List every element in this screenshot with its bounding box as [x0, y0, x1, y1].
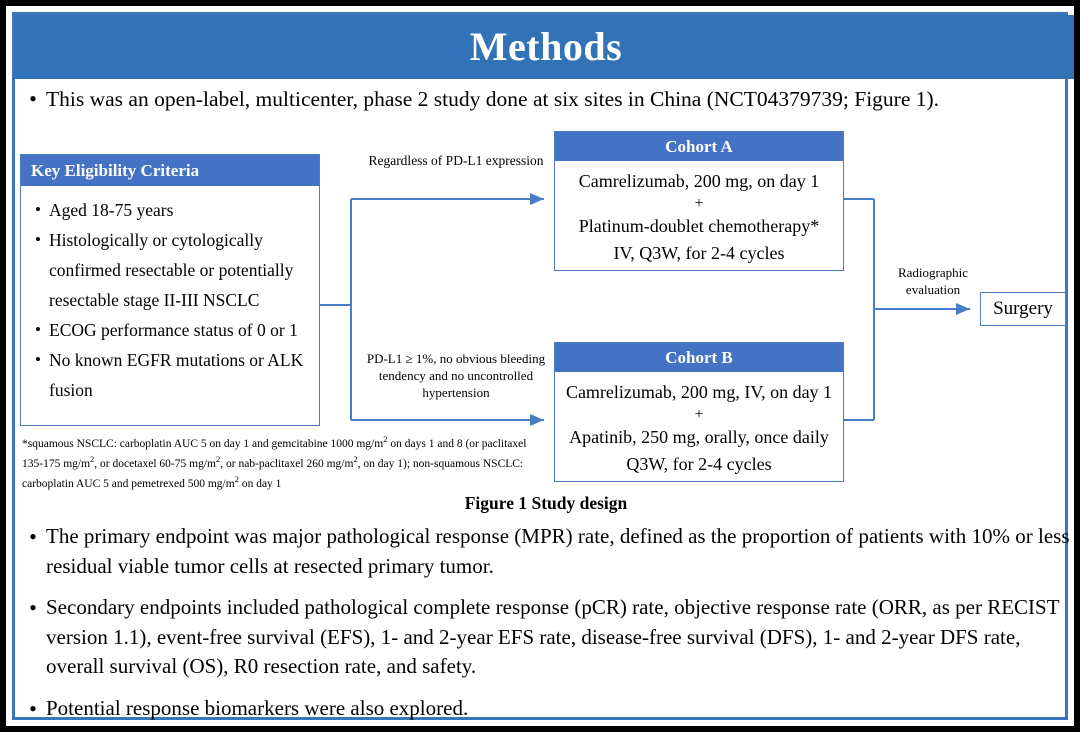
- list-item: • ECOG performance status of 0 or 1: [27, 315, 311, 345]
- bullet-marker-icon: •: [29, 695, 37, 721]
- footnote-superscript: 2: [234, 473, 239, 484]
- page-title: Methods: [469, 24, 623, 69]
- figure-caption: Figure 1 Study design: [464, 493, 628, 513]
- list-item: • Aged 18-75 years: [27, 195, 311, 225]
- cohort-b-plus: +: [694, 406, 704, 423]
- endpoint-bullet-text: Potential response biomarkers were also …: [46, 695, 469, 720]
- bullet-marker-icon: •: [29, 595, 37, 620]
- eligibility-item-text: Aged 18-75 years: [49, 200, 174, 220]
- cohort-a-box: Cohort A Camrelizumab, 200 mg, on day 1 …: [554, 131, 844, 271]
- cohort-b-line1: Camrelizumab, 200 mg, IV, on day 1: [565, 382, 833, 402]
- cohort-b-header: Cohort B: [555, 343, 843, 372]
- footnote-superscript: 2: [90, 453, 95, 464]
- footnote-part: *squamous NSCLC: carboplatin AUC 5 on da…: [22, 437, 384, 450]
- slide-title-banner: Methods: [15, 15, 1074, 79]
- footnote-superscript: 2: [215, 453, 221, 464]
- footnote-part: on days 1 and 8 (or paclitaxel 135-175 m…: [22, 437, 527, 470]
- surgery-label: Surgery: [993, 298, 1053, 319]
- intro-bullet: • This was an open-label, multicenter, p…: [20, 84, 1070, 114]
- list-item: • Potential response biomarkers were als…: [20, 694, 1070, 724]
- cohort-b-line2: Apatinib, 250 mg, orally, once daily: [569, 427, 829, 447]
- cohort-b-box: Cohort B Camrelizumab, 200 mg, IV, on da…: [554, 342, 844, 482]
- chemotherapy-footnote: *squamous NSCLC: carboplatin AUC 5 on da…: [22, 432, 542, 491]
- surgery-box: Surgery: [980, 292, 1066, 326]
- bullet-marker-icon: •: [29, 524, 37, 549]
- eligibility-item-text: Histologically or cytologically confirme…: [49, 230, 294, 310]
- bullet-marker-icon: •: [35, 350, 41, 369]
- eligibility-item-text: ECOG performance status of 0 or 1: [49, 320, 298, 340]
- footnote-superscript: 2: [353, 453, 358, 464]
- eligibility-box-header: Key Eligibility Criteria: [21, 155, 319, 186]
- intro-bullet-text: This was an open-label, multicenter, pha…: [46, 87, 940, 111]
- cohort-b-body: Camrelizumab, 200 mg, IV, on day 1 + Apa…: [555, 372, 843, 478]
- bullet-marker-icon: •: [29, 86, 37, 111]
- cohort-a-header: Cohort A: [555, 132, 843, 161]
- cohort-a-line1: Camrelizumab, 200 mg, on day 1: [578, 171, 820, 191]
- list-item: • Secondary endpoints included pathologi…: [20, 593, 1070, 682]
- list-item: • Histologically or cytologically confir…: [27, 225, 311, 315]
- footnote-part: , or docetaxel 60-75 mg/m: [94, 457, 216, 470]
- cohort-b-line3: Q3W, for 2-4 cycles: [626, 454, 772, 474]
- cohort-a-condition-label: Regardless of PD-L1 expression: [368, 153, 544, 168]
- list-item: • No known EGFR mutations or ALK fusion: [27, 345, 311, 405]
- bullet-marker-icon: •: [35, 200, 41, 219]
- eligibility-item-text: No known EGFR mutations or ALK fusion: [49, 350, 304, 400]
- bullet-marker-icon: •: [35, 320, 41, 339]
- endpoints-bullet-list: • The primary endpoint was major patholo…: [20, 522, 1070, 726]
- cohort-b-condition-label: PD-L1 ≥ 1%, no obvious bleeding tendency…: [366, 351, 546, 400]
- radiographic-evaluation-label: Radiographic evaluation: [897, 265, 969, 297]
- study-design-figure: Key Eligibility Criteria • Aged 18-75 ye…: [6, 124, 1074, 504]
- list-item: • The primary endpoint was major patholo…: [20, 522, 1070, 581]
- cohort-a-body: Camrelizumab, 200 mg, on day 1 + Platinu…: [555, 161, 843, 267]
- eligibility-criteria-box: Key Eligibility Criteria • Aged 18-75 ye…: [20, 154, 320, 426]
- bullet-marker-icon: •: [35, 230, 41, 249]
- cohort-a-line3: IV, Q3W, for 2-4 cycles: [613, 243, 785, 263]
- footnote-part: , on day 1); non-squamous NSCLC: carbopl…: [22, 457, 524, 490]
- endpoint-bullet-text: Secondary endpoints included pathologica…: [46, 595, 1060, 678]
- cohort-a-plus: +: [694, 195, 704, 212]
- footnote-part: , or nab-paclitaxel 260 mg/m: [220, 457, 354, 470]
- slide-inner-border: [12, 12, 1068, 720]
- footnote-part: on day 1: [238, 477, 282, 490]
- footnote-superscript: 2: [383, 434, 388, 444]
- eligibility-criteria-list: • Aged 18-75 years • Histologically or c…: [21, 186, 319, 405]
- cohort-a-line2: Platinum-doublet chemotherapy*: [578, 216, 820, 236]
- endpoint-bullet-text: The primary endpoint was major pathologi…: [46, 524, 1070, 578]
